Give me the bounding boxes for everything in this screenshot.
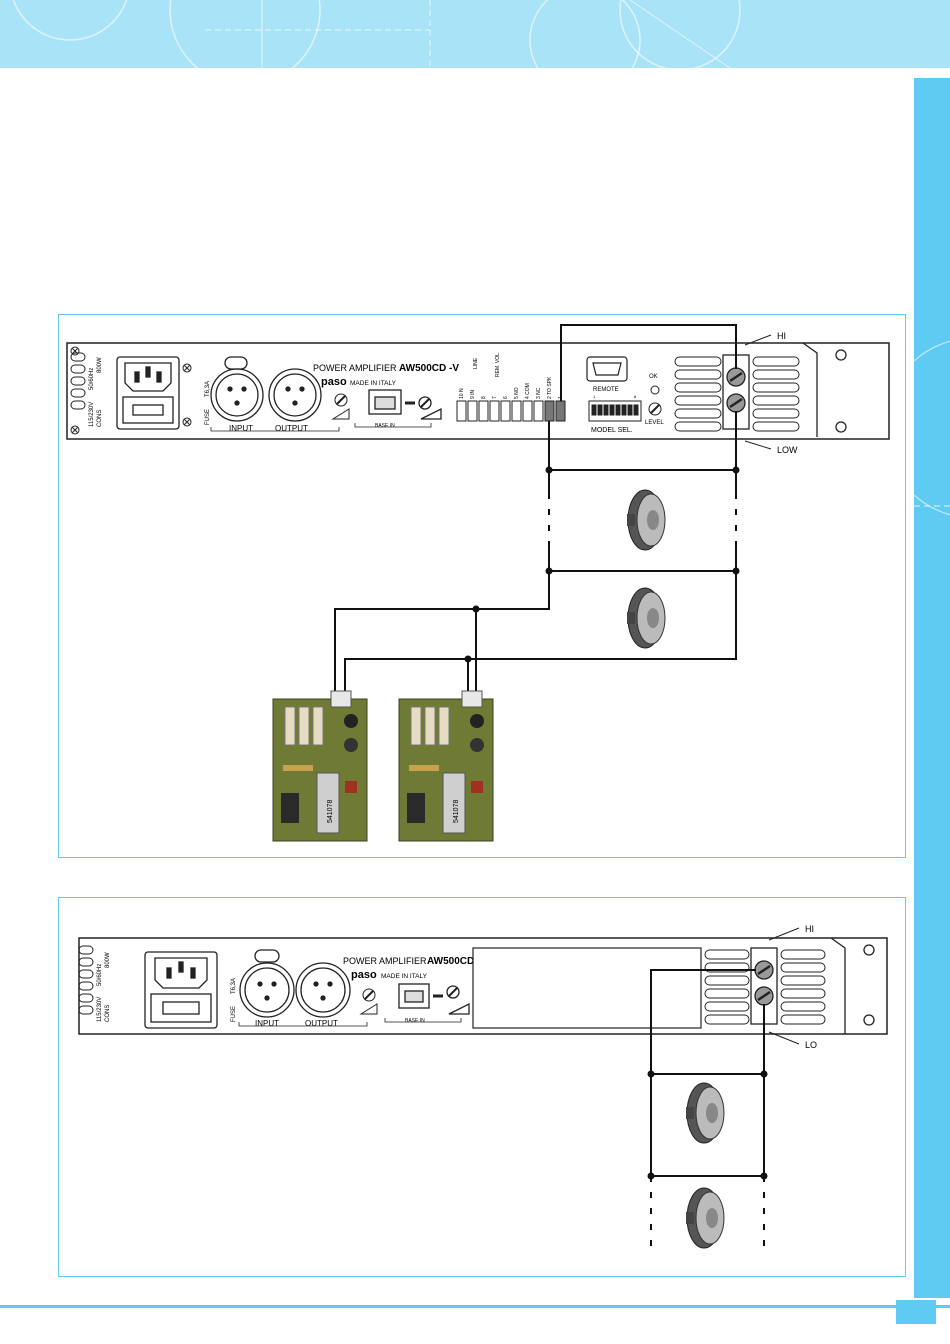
power-label: 800W	[105, 952, 111, 968]
screw-icon	[70, 346, 192, 435]
output-label: OUTPUT	[305, 1019, 338, 1028]
diagram1-drawing: 115/230V CONS 50/60Hz 800W FUSE T6,3A IN…	[66, 324, 890, 842]
loudspeaker-icon	[627, 489, 666, 551]
footer-line	[0, 1305, 950, 1308]
remote-volume-module-board: 541078	[272, 690, 368, 842]
terminal-group-label: LINE	[473, 357, 479, 369]
model-sel-label: MODEL SEL.	[591, 427, 633, 434]
level-trimmer-icon	[331, 393, 350, 420]
control-terminal-block	[456, 400, 566, 422]
remote-volume-module-board: 541078	[398, 690, 494, 842]
base-in-rj45-port	[368, 389, 442, 420]
made-in-label: MADE IN ITALY	[350, 380, 397, 387]
fuse-label: FUSE	[231, 1006, 237, 1022]
wire-junction-dots	[647, 1070, 768, 1180]
terminal-label: 6	[503, 396, 509, 399]
mains-voltage-label: 115/230V	[89, 402, 95, 427]
amplifier-rear-panel: 115/230V CONS 50/60Hz 800W FUSE T6,3A IN…	[66, 342, 890, 440]
base-in-label: BASE IN	[375, 423, 395, 429]
made-in-label: MADE IN ITALY	[381, 973, 428, 980]
hi-label: HI	[805, 924, 814, 934]
model-select-dip-switch	[588, 400, 642, 422]
banner-decoration	[12, 0, 741, 68]
xlr-input-connector	[239, 949, 295, 1018]
rack-ear	[802, 342, 847, 437]
terminal-label: 3 NC	[536, 387, 542, 399]
terminal-label: 5 NO	[514, 387, 520, 399]
vent-slots-left	[70, 352, 86, 410]
model-label: POWER AMPLIFIER	[343, 956, 427, 966]
model-label: POWER AMPLIFIER	[313, 363, 397, 373]
brand-logo: paso	[351, 969, 377, 981]
cons-label: CONS	[105, 1005, 111, 1022]
base-in-rj45-port	[398, 983, 470, 1015]
cons-label: CONS	[97, 410, 103, 427]
xlr-output-connector	[295, 962, 351, 1018]
base-in-label: BASE IN	[405, 1018, 425, 1024]
xlr-output-connector	[268, 368, 322, 422]
vent-slots-right	[704, 949, 826, 1025]
module-chip-label: 541078	[453, 800, 460, 823]
header-banner	[0, 0, 950, 68]
hi-label: HI	[777, 331, 786, 341]
terminal-label: 7	[492, 396, 498, 399]
brand-logo: paso	[321, 376, 347, 388]
low-leader-line	[744, 440, 772, 450]
loudspeaker-icon	[686, 1187, 725, 1249]
amplifier-rear-panel: 115/230V CONS 50/60Hz 800W FUSE T6,3A IN…	[78, 937, 888, 1035]
ok-led-icon	[650, 385, 660, 395]
level-label: LEVEL	[645, 420, 664, 426]
loudspeaker-icon	[627, 587, 666, 649]
wiring-diagram-aw500cd: 115/230V CONS 50/60Hz 800W FUSE T6,3A IN…	[58, 897, 906, 1277]
terminal-label: 8	[481, 396, 487, 399]
input-label: INPUT	[229, 424, 253, 433]
side-tab	[914, 78, 950, 1298]
wiring-diagram-aw500cd-v: 115/230V CONS 50/60Hz 800W FUSE T6,3A IN…	[58, 314, 906, 858]
iec-power-socket	[144, 951, 218, 1029]
level-knob-icon	[648, 402, 662, 416]
level-trimmer-icon	[359, 988, 378, 1015]
remote-label: REMOTE	[593, 387, 619, 393]
speaker-wiring	[650, 969, 765, 1252]
terminal-label: 2 TO SPK	[547, 376, 553, 399]
xlr-input-connector	[210, 356, 264, 422]
speaker-wiring	[334, 324, 737, 691]
fuse-rating-label: T6,3A	[205, 381, 211, 397]
mains-freq-label: 50/60Hz	[97, 964, 103, 986]
model-name: AW500CD	[427, 956, 474, 967]
dip-end-label: 8	[634, 394, 637, 399]
hi-leader-line	[744, 334, 772, 346]
wire-junction-dots	[464, 466, 740, 663]
ok-label: OK	[649, 374, 658, 380]
power-label: 800W	[97, 357, 103, 373]
fuse-label: FUSE	[205, 409, 211, 425]
low-label: LOW	[777, 445, 798, 455]
vent-slots-left	[78, 945, 94, 1015]
lo-label: LO	[805, 1040, 817, 1050]
hi-leader-line	[768, 927, 800, 941]
side-tab-decoration	[914, 340, 950, 516]
blank-panel-plate	[472, 947, 702, 1029]
dip-start-label: 1	[593, 394, 596, 399]
mains-freq-label: 50/60Hz	[89, 368, 95, 390]
input-label: INPUT	[255, 1019, 279, 1028]
vent-slots-right	[674, 356, 800, 432]
remote-db9-port	[586, 356, 628, 382]
terminal-labels: 10 N 9 IN 8 7 6 5 NO 4 COM 3 NC 2 TO SPK…	[459, 352, 564, 399]
mains-voltage-label: 115/230V	[97, 997, 103, 1022]
terminal-label: 10 N	[459, 388, 465, 399]
fuse-rating-label: T6,3A	[231, 978, 237, 994]
rack-ear	[830, 937, 875, 1034]
terminal-label: 9 IN	[470, 389, 476, 399]
terminal-label: 4 COM	[525, 383, 531, 399]
terminal-group-label: REM. VOL.	[495, 352, 501, 377]
module-chip-label: 541078	[327, 800, 334, 823]
page-number-tab	[896, 1300, 936, 1324]
iec-power-socket	[116, 356, 180, 430]
output-label: OUTPUT	[275, 424, 308, 433]
loudspeaker-icon	[686, 1082, 725, 1144]
lo-leader-line	[768, 1031, 800, 1045]
diagram2-drawing: 115/230V CONS 50/60Hz 800W FUSE T6,3A IN…	[78, 924, 888, 1252]
model-name: AW500CD -V	[399, 363, 459, 374]
